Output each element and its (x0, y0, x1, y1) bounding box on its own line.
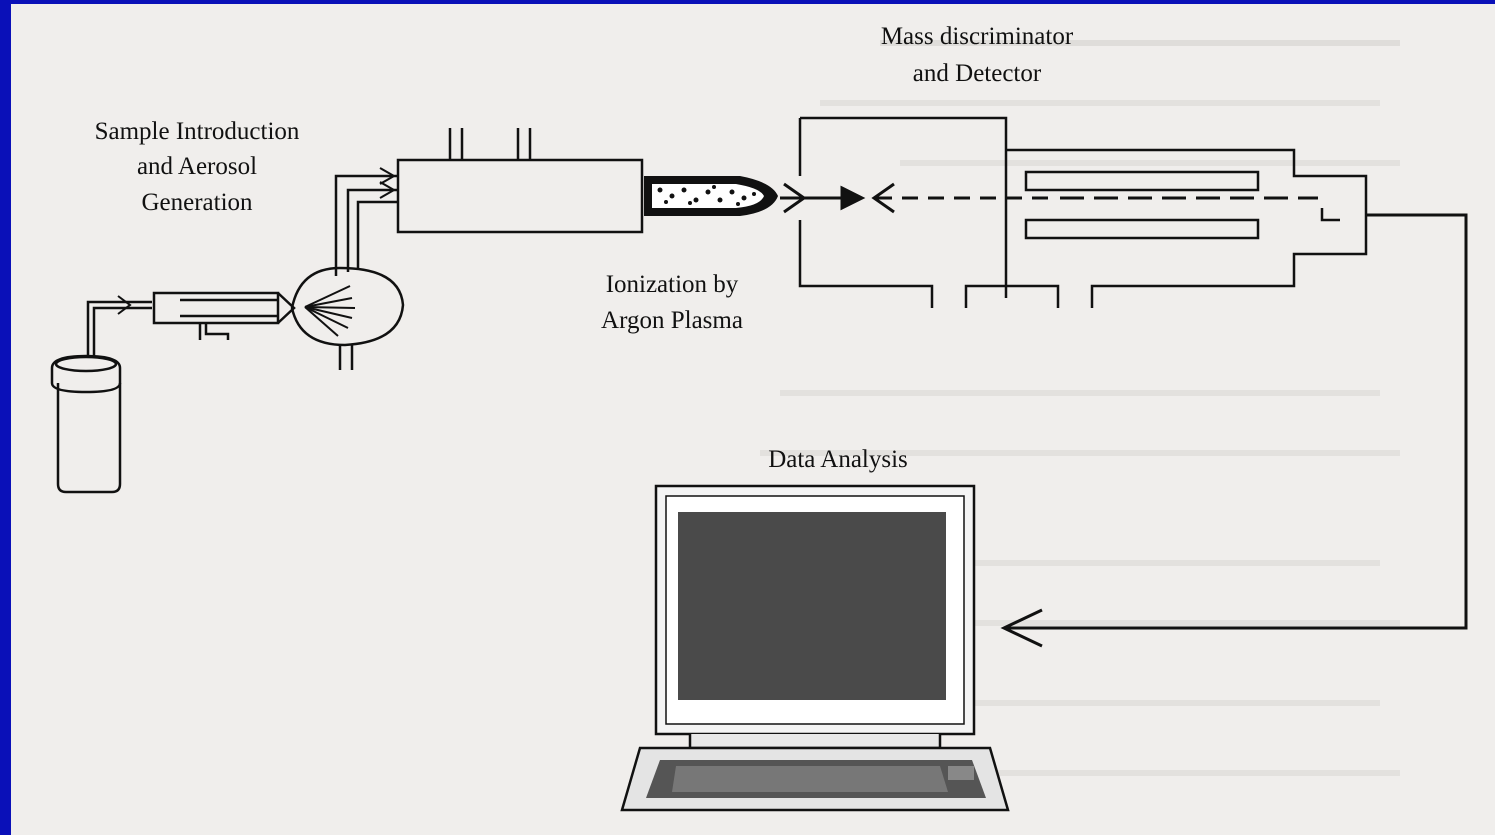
spray-chamber (290, 266, 405, 370)
torch (396, 128, 644, 234)
show-through-text (760, 40, 1400, 776)
argon-plasma (644, 176, 778, 216)
icp-ms-diagram: Sample Introduction and Aerosol Generati… (50, 23, 1468, 812)
computer-icon (620, 484, 1010, 812)
ion-beam-arrows (780, 182, 1318, 214)
mass-discriminator (798, 116, 1368, 308)
aerosol-tubes (334, 167, 398, 276)
nebulizer (152, 291, 296, 340)
sample-bottle (50, 354, 122, 494)
label-data-analysis: Data Analysis (768, 446, 908, 473)
label-sample-line3: Generation (141, 189, 253, 216)
label-mass-line2: and Detector (913, 60, 1042, 87)
label-sample-line2: and Aerosol (137, 153, 257, 180)
label-sample-line1: Sample Introduction (95, 118, 300, 145)
diagram-labels: Sample Introduction and Aerosol Generati… (95, 23, 1074, 473)
slide: Sample Introduction and Aerosol Generati… (11, 4, 1495, 835)
signal-line (1000, 213, 1468, 648)
label-ion-line1: Ionization by (606, 271, 739, 298)
label-ion-line2: Argon Plasma (601, 307, 743, 334)
sample-tube (86, 295, 152, 357)
label-mass-line1: Mass discriminator (881, 23, 1074, 50)
